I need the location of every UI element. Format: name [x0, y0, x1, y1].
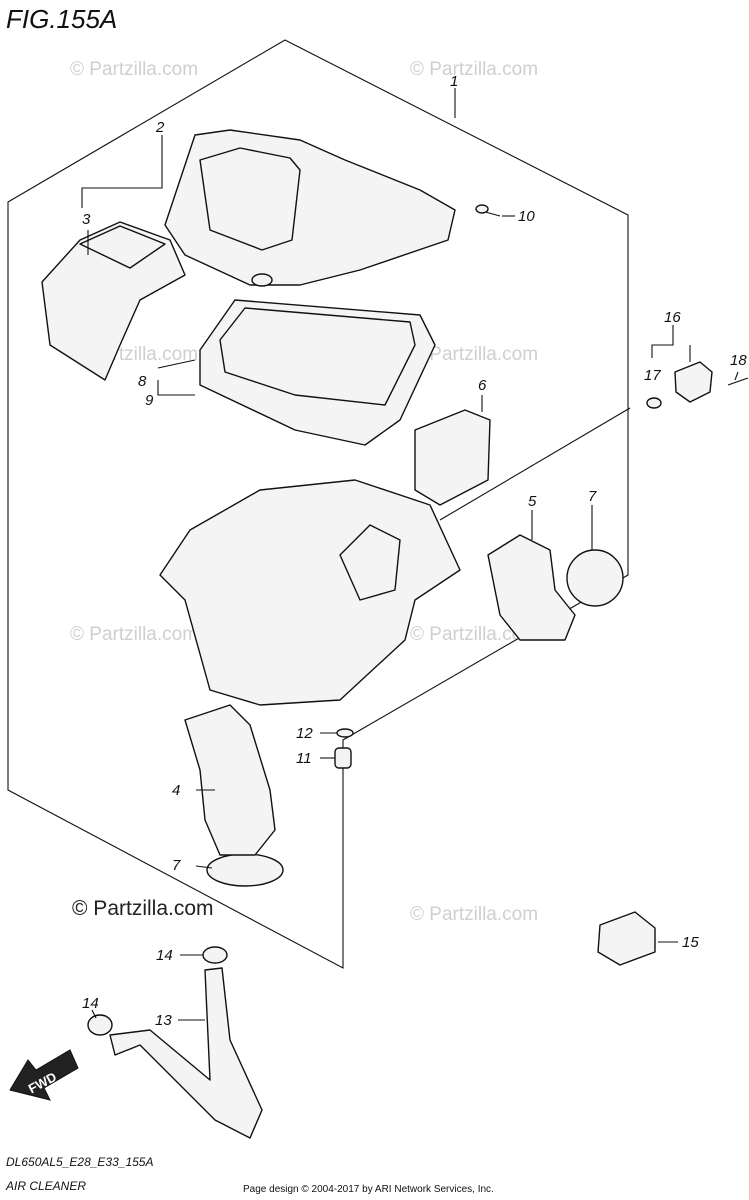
part-screw-18	[727, 377, 749, 386]
page-credit: Page design © 2004-2017 by ARI Network S…	[243, 1184, 494, 1195]
callout-11: 11	[296, 750, 312, 767]
watermark-text: © Partzilla.com	[410, 59, 538, 80]
watermark-text: © Partzilla.com	[70, 59, 198, 80]
part-outlet-tube	[487, 534, 576, 641]
leader-lines	[81, 88, 739, 1021]
callout-8: 8	[138, 373, 147, 390]
watermark-text-dark: © Partzilla.com	[72, 897, 214, 920]
watermark-text: © Partzilla.com	[70, 624, 198, 645]
part-hose-clamp-upper	[202, 946, 228, 964]
part-filter-element	[199, 299, 436, 446]
section-name: AIR CLEANER	[5, 1179, 86, 1193]
part-air-cleaner-case	[159, 479, 461, 706]
part-drain-plug	[334, 747, 352, 769]
part-sponge	[414, 409, 491, 506]
callout-3: 3	[82, 211, 91, 228]
fwd-arrow: FWD	[9, 1049, 79, 1101]
part-lower-pipe	[184, 704, 276, 856]
callout-6: 6	[478, 377, 487, 394]
callout-14-lower: 14	[82, 995, 99, 1012]
part-drain-hose	[109, 967, 263, 1139]
assembly-outline	[7, 39, 629, 969]
model-code: DL650AL5_E28_E33_155A	[6, 1155, 153, 1169]
part-cover	[164, 129, 456, 287]
callout-7-upper: 7	[588, 488, 597, 505]
part-clamp-upper	[566, 549, 624, 607]
part-intake-duct	[41, 221, 186, 381]
callout-1: 1	[450, 73, 458, 90]
watermark-text: © Partzilla.com	[410, 344, 538, 365]
callout-17: 17	[644, 367, 661, 384]
callout-10: 10	[518, 208, 535, 225]
part-drain-clip	[336, 728, 354, 738]
part-connector	[597, 911, 656, 966]
callout-13: 13	[155, 1012, 172, 1029]
callout-14-upper: 14	[156, 947, 173, 964]
part-screw-head-10	[475, 204, 489, 214]
callout-4: 4	[172, 782, 180, 799]
watermark-text: © Partzilla.com	[410, 624, 538, 645]
part-hose-clamp-lower	[87, 1014, 113, 1036]
callout-7-lower: 7	[172, 857, 181, 874]
part-sensor	[674, 361, 713, 403]
part-clamp-lower	[206, 853, 284, 887]
callout-5: 5	[528, 493, 537, 510]
watermark-text: © Partzilla.com	[410, 904, 538, 925]
callout-2: 2	[155, 119, 165, 136]
part-o-ring	[646, 397, 662, 409]
figure-title: FIG.155A	[6, 4, 117, 34]
callout-16: 16	[664, 309, 681, 326]
callout-18: 18	[730, 352, 747, 369]
callout-15: 15	[682, 934, 699, 951]
callout-labels: 1 2 3 4 5 6 7 7 8 9 10 11 12 13 14 14 15…	[82, 73, 747, 1029]
callout-9: 9	[145, 392, 154, 409]
callout-12: 12	[296, 725, 313, 742]
